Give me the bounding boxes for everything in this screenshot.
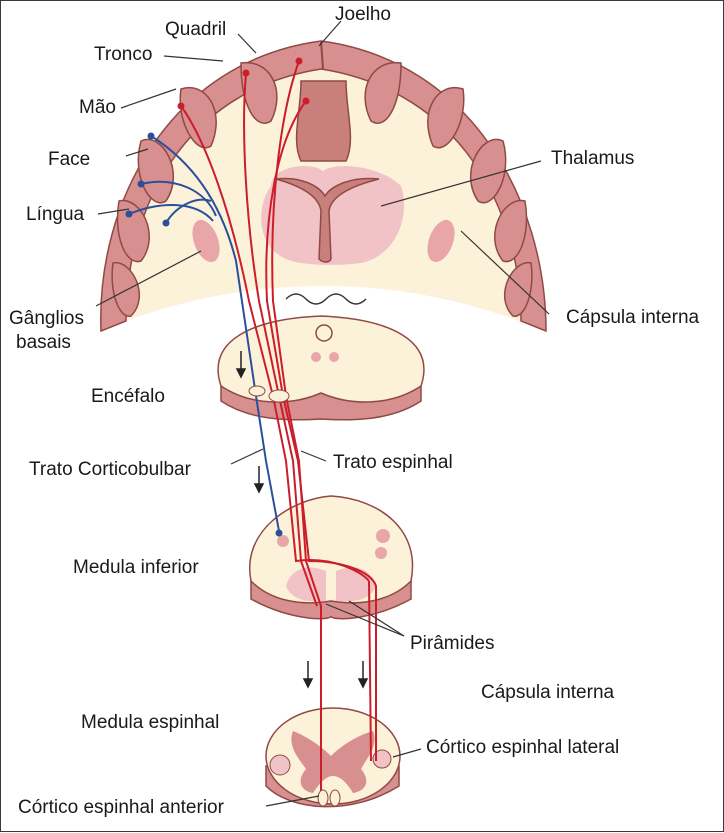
- label-cortico-anterior: Córtico espinhal anterior: [18, 797, 225, 818]
- medula-inferior-section: [250, 496, 413, 619]
- medula-espinhal-section: [266, 708, 400, 807]
- midbrain-wave: [286, 294, 366, 304]
- encefalo-nucleus-2: [329, 352, 339, 362]
- brain-section: [101, 41, 546, 331]
- label-trato-corticobulbar: Trato Corticobulbar: [29, 459, 192, 480]
- label-tronco: Tronco: [94, 44, 152, 65]
- label-trato-espinhal: Trato espinhal: [333, 452, 453, 473]
- label-face: Face: [48, 149, 90, 170]
- medula-inferior-nucleus-2: [375, 547, 387, 559]
- label-piramides: Pirâmides: [410, 633, 494, 654]
- encefalo-aqueduct: [316, 325, 332, 341]
- encefalo-nucleus-1: [311, 352, 321, 362]
- spinal-anterior-right: [330, 790, 340, 806]
- label-quadril: Quadril: [165, 19, 226, 40]
- label-ganglios-1: Gânglios: [9, 308, 84, 329]
- encefalo-section: [218, 316, 424, 420]
- label-medula-espinhal: Medula espinhal: [81, 712, 219, 733]
- medula-inferior-nucleus-3: [277, 535, 289, 547]
- label-ganglios-2: basais: [16, 332, 71, 353]
- label-thalamus: Thalamus: [551, 148, 634, 169]
- spinal-tract-left: [270, 755, 290, 775]
- medula-inferior-top: [250, 496, 413, 603]
- label-mao: Mão: [79, 97, 116, 118]
- label-capsula-interna-top: Cápsula interna: [566, 307, 700, 328]
- label-encefalo: Encéfalo: [91, 386, 165, 407]
- label-lingua: Língua: [26, 204, 85, 225]
- medula-inferior-nucleus-1: [376, 529, 390, 543]
- encefalo-tract-ring-2: [269, 390, 289, 402]
- label-cortico-lateral: Córtico espinhal lateral: [426, 737, 619, 758]
- encefalo-tract-ring-1: [249, 386, 265, 396]
- medial-cortex: [297, 81, 351, 161]
- label-medula-inferior: Medula inferior: [73, 557, 199, 578]
- spinal-anterior-left: [318, 790, 328, 806]
- label-joelho: Joelho: [335, 4, 391, 25]
- label-capsula-interna-bottom: Cápsula interna: [481, 682, 615, 703]
